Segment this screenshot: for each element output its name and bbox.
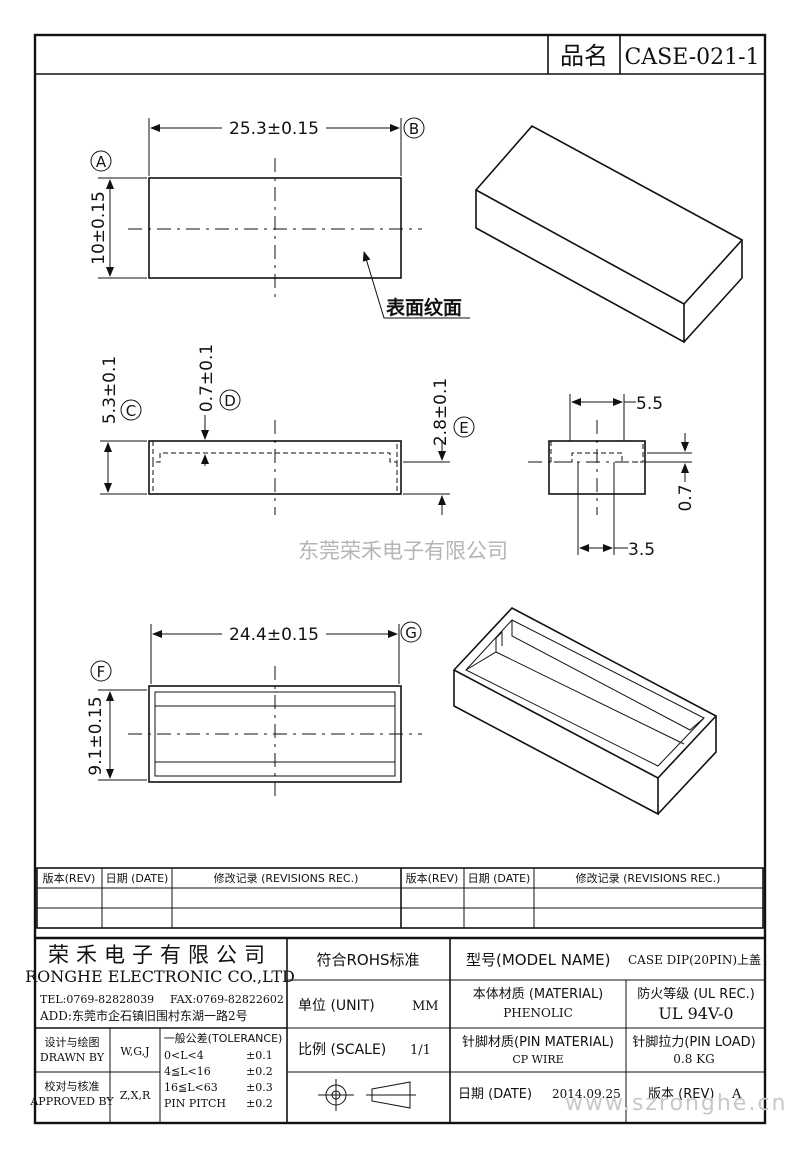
surface-note: 表面纹面	[386, 296, 462, 319]
bottom-view: 24.4±0.15 G 9.1±0.15 F	[86, 621, 422, 802]
tol-value-3: ±0.3	[246, 1081, 273, 1094]
unit-value: MM	[412, 999, 439, 1014]
part-value: CASE-021-1	[624, 45, 759, 70]
bottom-width-dim: 24.4±0.15	[229, 625, 319, 645]
rohs-label: 符合ROHS标准	[316, 951, 419, 969]
balloon-g: G	[405, 624, 417, 642]
date-col-2: 日期 (DATE)	[468, 872, 531, 885]
designed-cn: 设计与绘图	[45, 1035, 100, 1049]
end-bottom-dim: 3.5	[628, 540, 655, 560]
unit-label: 单位 (UNIT)	[298, 998, 375, 1014]
company-fax: FAX:0769-82822602	[170, 993, 284, 1006]
top-view: 25.3±0.15 10±0.15 A B 表面纹面	[89, 116, 470, 319]
part-header: 品名 CASE-021-1	[35, 35, 765, 75]
tol-range-4: PIN PITCH	[164, 1097, 226, 1110]
tol-value-1: ±0.1	[246, 1049, 273, 1062]
tol-value-4: ±0.2	[246, 1097, 273, 1110]
iso-view-lid-bottom	[452, 607, 718, 816]
pin-material-value: CP WIRE	[512, 1053, 563, 1066]
company-name-en: RONGHE ELECTRONIC CO.,LTD	[25, 967, 295, 986]
material-label: 本体材质 (MATERIAL)	[473, 987, 604, 1002]
end-width-dim: 5.5	[636, 394, 663, 414]
balloon-e: E	[459, 419, 468, 437]
side-height-dim: 5.3±0.1	[100, 356, 120, 424]
iso-view-lid-top	[474, 124, 744, 344]
pin-load-label: 针脚拉力(PIN LOAD)	[632, 1034, 755, 1050]
model-label: 型号(MODEL NAME)	[466, 951, 611, 969]
fire-label: 防火等级 (UL REC.)	[637, 986, 755, 1002]
top-width-dim: 25.3±0.15	[229, 119, 319, 139]
approved-en: APPROVED BY	[29, 1095, 114, 1108]
pin-material-label: 针脚材质(PIN MATERIAL)	[462, 1034, 614, 1050]
pin-load-value: 0.8 KG	[673, 1052, 714, 1066]
side-view: 5.3±0.1 C 0.7±0.1 D 2.8±0.1 E	[100, 344, 475, 515]
part-label: 品名	[560, 42, 608, 70]
projection-symbol-icon	[318, 1079, 416, 1111]
balloon-d: D	[224, 392, 236, 410]
scale-value: 1/1	[410, 1043, 431, 1058]
model-value: CASE DIP(20PIN)上盖	[628, 953, 761, 967]
sheet-border	[33, 33, 767, 1125]
revision-table: 版本(REV) 日期 (DATE) 修改记录 (REVISIONS REC.) …	[36, 867, 764, 929]
balloon-b: B	[409, 120, 419, 138]
tol-value-2: ±0.2	[246, 1065, 273, 1078]
tol-range-2: 4≦L<16	[164, 1065, 211, 1078]
rec-col-1: 修改记录 (REVISIONS REC.)	[214, 871, 359, 885]
rev-col-1: 版本(REV)	[43, 871, 96, 885]
tol-range-3: 16≦L<63	[164, 1081, 218, 1094]
watermark-url: www.szronghe.cn	[565, 1091, 787, 1116]
material-value: PHENOLIC	[503, 1006, 573, 1020]
side-step-dim: 2.8±0.1	[431, 378, 451, 446]
company-name-cn: 荣禾电子有限公司	[48, 943, 272, 967]
date-value: 2014.09.25	[552, 1087, 621, 1101]
end-view: 5.5 0.7 3.5	[528, 394, 696, 560]
top-height-dim: 10±0.15	[89, 191, 109, 265]
approved-by: Z,X,R	[120, 1089, 151, 1102]
title-block: 荣禾电子有限公司 RONGHE ELECTRONIC CO.,LTD TEL:0…	[25, 936, 765, 1123]
scale-label: 比例 (SCALE)	[298, 1042, 386, 1058]
designed-by: W,G,J	[120, 1045, 149, 1058]
rev-label: 版本 (REV)	[648, 1087, 714, 1102]
date-label: 日期 (DATE)	[458, 1087, 532, 1102]
balloon-f: F	[97, 663, 106, 681]
company-addr: ADD:东莞市企石镇旧围村东湖一路2号	[39, 1008, 248, 1023]
tolerance-title: 一般公差(TOLERANCE)	[164, 1031, 283, 1045]
side-wall-dim: 0.7±0.1	[197, 344, 217, 412]
date-col-1: 日期 (DATE)	[106, 872, 169, 885]
end-wall-dim: 0.7	[676, 484, 696, 511]
rec-col-2: 修改记录 (REVISIONS REC.)	[576, 871, 721, 885]
approved-cn: 校对与核准	[45, 1079, 100, 1093]
balloon-a: A	[96, 153, 107, 171]
balloon-c: C	[126, 402, 136, 420]
company-tel: TEL:0769-82828039	[40, 993, 154, 1006]
designed-en: DRAWN BY	[40, 1051, 105, 1064]
bottom-height-dim: 9.1±0.15	[86, 696, 106, 775]
fire-value: UL 94V-0	[658, 1004, 733, 1023]
rev-value: A	[731, 1087, 742, 1102]
watermark: 东莞荣禾电子有限公司	[298, 539, 508, 563]
tol-range-1: 0<L<4	[164, 1049, 204, 1062]
rev-col-2: 版本(REV)	[406, 871, 459, 885]
